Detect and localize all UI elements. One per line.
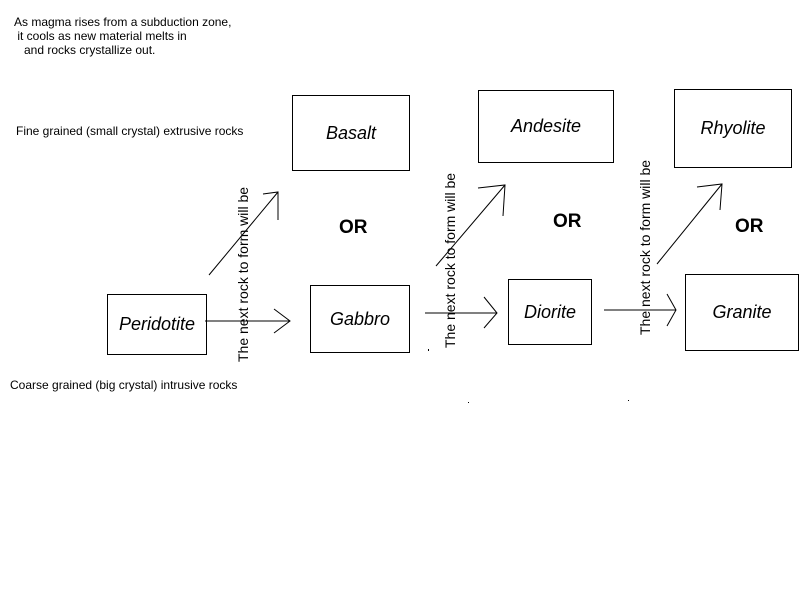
intro-text: As magma rises from a subduction zone, i…: [14, 15, 231, 57]
rock-label-granite: Granite: [712, 302, 772, 322]
rock-box-basalt: Basalt: [292, 95, 410, 171]
rock-box-andesite: Andesite: [478, 90, 614, 163]
arrow-diorite-to-rhyolite: [656, 183, 723, 265]
stray-dot-2: [468, 402, 469, 403]
intro-line-3: and rocks crystallize out.: [14, 43, 156, 57]
or-label-2: OR: [553, 211, 582, 232]
next-rock-label-3: The next rock to form will be: [637, 159, 653, 335]
fine-grained-label: Fine grained (small crystal) extrusive r…: [16, 124, 244, 138]
rock-label-andesite: Andesite: [510, 116, 582, 136]
or-label-3: OR: [735, 216, 764, 237]
stray-dot-3: [628, 400, 629, 401]
rock-box-diorite: Diorite: [508, 279, 592, 345]
arrow-gabbro-to-andesite: [435, 184, 506, 267]
next-rock-label-2: The next rock to form will be: [442, 172, 458, 348]
or-label-1: OR: [339, 217, 368, 238]
rock-label-basalt: Basalt: [325, 122, 377, 143]
next-rock-label-1: The next rock to form will be: [235, 186, 251, 362]
rock-label-gabbro: Gabbro: [329, 308, 391, 329]
coarse-grained-label: Coarse grained (big crystal) intrusive r…: [10, 378, 238, 392]
intro-line-1: As magma rises from a subduction zone,: [14, 15, 232, 29]
rock-label-peridotite: Peridotite: [118, 314, 196, 334]
rock-box-rhyolite: Rhyolite: [674, 89, 792, 168]
intro-line-2: it cools as new material melts in: [14, 29, 187, 43]
stray-dot-1: [428, 349, 429, 351]
rock-label-diorite: Diorite: [523, 301, 576, 322]
rock-box-gabbro: Gabbro: [310, 285, 410, 353]
arrow-peridotite-to-basalt: [208, 191, 279, 276]
rock-label-rhyolite: Rhyolite: [700, 118, 766, 138]
rock-box-peridotite: Peridotite: [107, 294, 207, 355]
rock-box-granite: Granite: [685, 274, 799, 351]
